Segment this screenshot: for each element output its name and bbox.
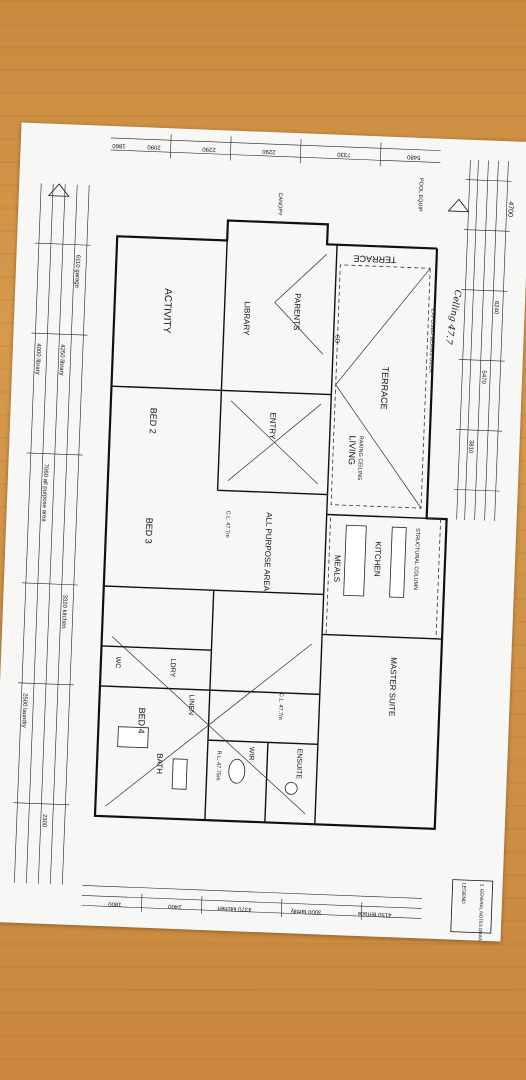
dim-bottom-c: 7060 all purpose area <box>40 464 48 523</box>
room-linen: LINEN <box>187 694 195 715</box>
dim-bottom-g: 2300 <box>40 814 47 828</box>
dim-bottom-e: 3320 kitchen <box>60 594 67 628</box>
note-structural-column: STRUCTURAL COLUMN <box>412 528 420 590</box>
dimension-lines-right <box>81 885 423 921</box>
room-wc: WC <box>114 656 121 668</box>
stamp-text: 2. GENERAL NOTES DRAWING PERMIT <box>476 884 484 942</box>
dim-bottom-f: 4000 library <box>34 343 41 375</box>
dim-right-c: 4370 kitchen <box>217 905 251 912</box>
room-bed2: BED 2 <box>148 408 159 434</box>
dim-right-e: 1800 <box>108 900 122 907</box>
dimension-lines-bottom <box>13 183 91 885</box>
room-library: LIBRARY <box>242 301 252 336</box>
title-block: LEGEND <box>460 883 467 904</box>
dim-top-c: 3810 <box>467 440 474 454</box>
dim-top-b: 5470 <box>480 370 487 384</box>
room-bath: BATH <box>155 753 165 774</box>
floor-plan-drawing: 4700 6240 5470 3810 6110 garage 4250 lib… <box>13 134 514 942</box>
dim-side-a: 5480 <box>406 153 420 160</box>
room-ldry: LDRY <box>168 659 176 678</box>
note-reduced-level: R.L. 47.75m <box>214 750 221 781</box>
room-living: LIVING <box>347 435 358 465</box>
note-exposed-beams: EXPOSED BEAMS OVER <box>427 308 435 373</box>
dim-top-total: 4700 <box>506 201 514 217</box>
room-kitchen: KITCHEN <box>372 541 382 577</box>
room-bed4: BED 4 <box>136 707 147 733</box>
dimension-lines-top <box>453 159 512 521</box>
room-parents: PARENTS <box>292 293 302 331</box>
dim-right-d: 2400 <box>167 903 181 910</box>
room-entry: ENTRY <box>268 412 278 440</box>
room-ensuite: ENSUITE <box>295 748 303 779</box>
dim-top-a: 6240 <box>493 301 500 315</box>
room-terrace-left: TERRACE <box>353 253 396 265</box>
room-master-suite: MASTER SUITE <box>387 657 398 716</box>
room-all-purpose: ALL PURPOSE AREA <box>262 512 274 592</box>
floor-plan-sheet: 4700 6240 5470 3810 6110 garage 4250 lib… <box>0 122 526 942</box>
dim-side-c: 2290 <box>262 148 276 155</box>
dim-bottom-d: 2500 laundry <box>20 693 27 728</box>
dim-bottom-a: 6110 garage <box>73 255 80 289</box>
section-marker-icon <box>47 183 470 213</box>
dimension-lines-left <box>110 134 441 167</box>
room-meals: MEALS <box>332 555 342 582</box>
outer-walls <box>93 219 448 831</box>
interior-walls <box>99 240 443 825</box>
room-terrace-top: TERRACE <box>379 366 391 409</box>
floor-plan-rotated: 4700 6240 5470 3810 6110 garage 4250 lib… <box>0 123 526 942</box>
note-ceiling-height: C.L. 47.7m <box>224 511 231 539</box>
note-pool-equip: POOL EQUIP <box>416 178 423 212</box>
room-bed3: BED 3 <box>143 518 154 544</box>
note-canopy: CANOPY <box>276 192 283 216</box>
dim-side-f: 1860 <box>112 142 126 149</box>
raking-ceiling-lines <box>105 254 431 815</box>
fixtures <box>117 524 407 795</box>
note-raking-ceiling: RAKING CEILING <box>356 436 364 481</box>
note-ceiling-height-b: C.L. 47.7m <box>277 693 284 721</box>
room-wir: WIR <box>247 747 255 761</box>
dim-side-d: 2290 <box>202 145 216 152</box>
dim-right-a: 4150 terrace <box>357 910 392 917</box>
permit-stamp: 2. GENERAL NOTES DRAWING PERMIT LEGEND <box>450 879 494 942</box>
dim-right-b: 3000 family <box>291 907 322 914</box>
dim-side-e: 2090 <box>147 143 161 150</box>
room-activity: ACTIVITY <box>161 288 174 334</box>
handwritten-note: Celling 47.7 <box>443 289 463 345</box>
dim-side-b: 7330 <box>336 151 350 158</box>
dim-bottom-b: 4250 library <box>58 344 65 376</box>
note-step-down: SD <box>333 335 339 344</box>
